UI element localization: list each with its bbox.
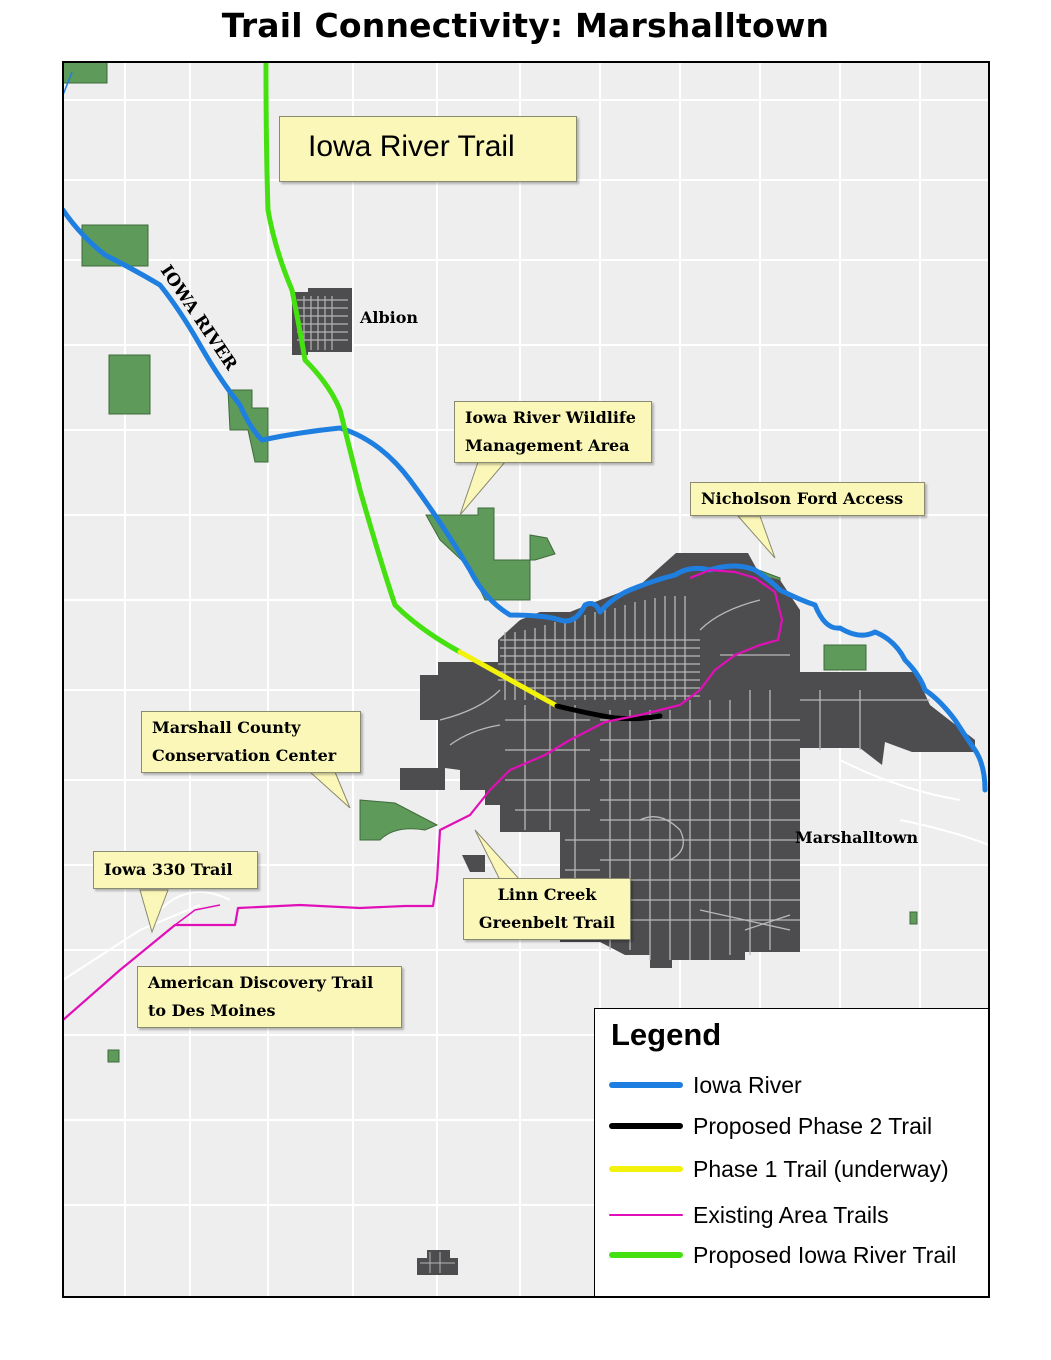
legend-item-proposed-trail: Proposed Iowa River Trail — [609, 1239, 989, 1271]
callout-linn-line2: Greenbelt Trail — [478, 913, 616, 932]
existing-area-trails-line — [63, 568, 784, 1021]
legend-label-proposed-trail: Proposed Iowa River Trail — [693, 1242, 957, 1268]
iowa-river-tributary — [63, 71, 73, 96]
legend-label-phase2: Proposed Phase 2 Trail — [693, 1113, 933, 1139]
legend-item-phase2: Proposed Phase 2 Trail — [609, 1110, 989, 1142]
callout-wildlife-line1: Iowa River Wildlife — [465, 408, 636, 427]
legend-item-phase1: Phase 1 Trail (underway) — [609, 1153, 989, 1185]
legend-swatch-existing-trails — [609, 1214, 683, 1216]
callout-conservation-line1: Marshall County — [152, 718, 301, 737]
callout-iowa330-trail: Iowa 330 Trail — [93, 851, 258, 889]
iowa330-trail-spur — [174, 904, 221, 926]
legend-label-iowa-river: Iowa River — [693, 1072, 802, 1098]
legend-item-iowa-river: Iowa River — [609, 1069, 989, 1101]
legend-swatch-phase2 — [609, 1123, 683, 1129]
legend-swatch-proposed-trail — [609, 1252, 683, 1258]
proposed-iowa-river-trail-line — [263, 62, 463, 655]
callout-conservation-line2: Conservation Center — [152, 746, 337, 765]
place-label-albion: Albion — [360, 308, 419, 327]
callout-conservation-center: Marshall County Conservation Center — [141, 711, 361, 773]
legend-swatch-iowa-river — [609, 1082, 683, 1088]
iowa-river — [63, 207, 988, 793]
callout-adt-line2: to Des Moines — [148, 1001, 276, 1020]
callout-american-discovery-trail: American Discovery Trail to Des Moines — [137, 966, 402, 1028]
map-frame — [62, 61, 990, 1298]
legend-swatch-phase1 — [609, 1166, 683, 1172]
legend-label-existing-trails: Existing Area Trails — [693, 1202, 889, 1228]
phase2-trail-line — [554, 703, 663, 722]
callout-pointers — [139, 461, 776, 934]
phase1-trail-line — [457, 649, 560, 709]
small-town-south — [417, 1250, 458, 1275]
place-label-marshalltown: Marshalltown — [795, 828, 919, 847]
page-title: Trail Connectivity: Marshalltown — [221, 6, 830, 45]
callout-wildlife-area: Iowa River Wildlife Management Area — [454, 401, 652, 463]
callout-linn-creek: Linn Creek Greenbelt Trail — [463, 878, 631, 940]
callout-wildlife-line2: Management Area — [465, 436, 630, 455]
callout-adt-line1: American Discovery Trail — [148, 973, 374, 992]
callout-nicholson-ford: Nicholson Ford Access — [690, 482, 925, 516]
legend-label-phase1: Phase 1 Trail (underway) — [693, 1156, 949, 1182]
callout-iowa-river-trail: Iowa River Trail — [279, 116, 577, 182]
legend: Legend Iowa River Proposed Phase 2 Trail… — [594, 1008, 989, 1297]
albion-urban-area — [292, 288, 352, 355]
marshalltown-urban-area — [400, 553, 975, 968]
parks — [63, 62, 918, 1063]
legend-title: Legend — [611, 1017, 722, 1052]
legend-item-existing-trails: Existing Area Trails — [609, 1199, 989, 1231]
callout-linn-line1: Linn Creek — [497, 885, 597, 904]
